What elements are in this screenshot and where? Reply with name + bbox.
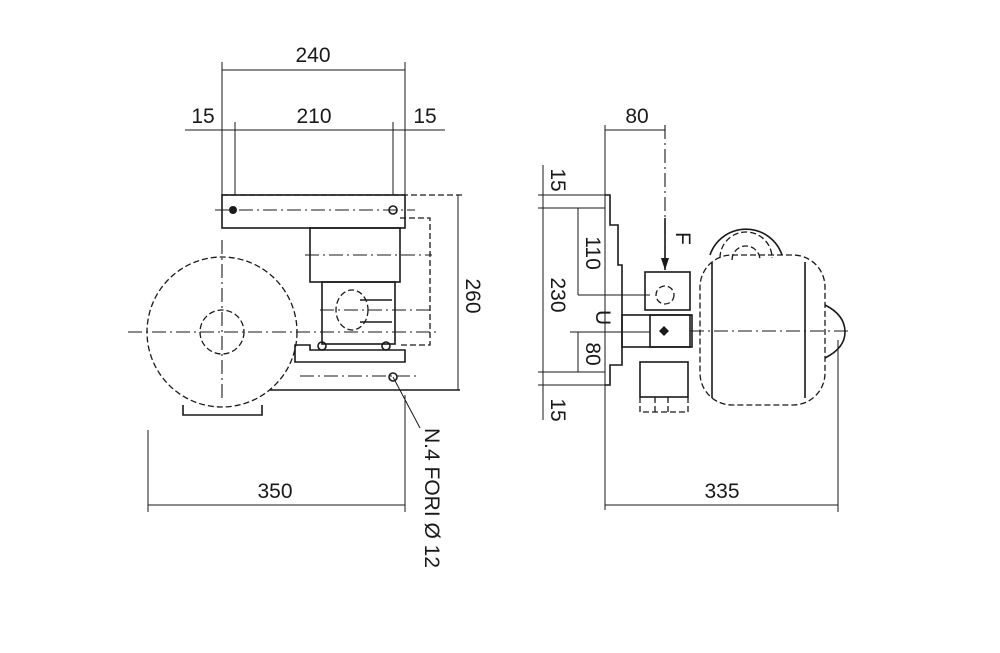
dim-15-left: 15: [191, 105, 214, 128]
bracket-profile: [605, 194, 623, 386]
dim-110: 110: [581, 236, 604, 269]
gearbox-detail: [360, 299, 392, 323]
coil-mid: [719, 231, 773, 259]
dim-335: 335: [704, 480, 739, 503]
tank-dome: [824, 304, 846, 359]
right-view: 80 15 110 230 80 15 F U: [538, 105, 848, 512]
inlet-block: [644, 271, 691, 311]
label-outlet-u: U: [591, 310, 614, 325]
coil-outer: [709, 228, 783, 256]
coil-inner: [731, 245, 761, 261]
holes-note: N.4 FORI Ø 12: [420, 428, 443, 568]
dim-15-top: 15: [546, 168, 569, 191]
dim-80-top: 80: [625, 105, 648, 128]
dim-230: 230: [546, 277, 569, 312]
dim-350: 350: [257, 480, 292, 503]
pulley-foot: [182, 405, 263, 416]
base-rail: [294, 344, 406, 363]
mounting-hole: [388, 372, 398, 382]
dim-260: 260: [461, 278, 484, 313]
dim-15-bottom: 15: [546, 398, 569, 421]
dim-240: 240: [295, 44, 330, 67]
gearbox: [321, 281, 396, 345]
fitting-nut: [639, 397, 689, 413]
dim-80-lower: 80: [581, 342, 604, 365]
inlet-port: [655, 285, 675, 305]
dim-210: 210: [296, 105, 331, 128]
tank-body: [699, 254, 826, 406]
outlet-port: [659, 326, 669, 336]
dim-15-right: 15: [413, 105, 436, 128]
motor-side-cover: [400, 217, 431, 346]
mounting-hole: [229, 206, 237, 214]
mounting-plate: [221, 194, 406, 229]
leader-line: [392, 376, 421, 429]
mounting-hole: [388, 205, 398, 215]
valve-body: [649, 314, 691, 348]
label-inlet-f: F: [671, 232, 694, 245]
lower-fitting: [639, 361, 689, 398]
arrow-head: [661, 258, 669, 270]
left-view: 240 15 210 15: [128, 44, 484, 568]
outlet-block: [621, 314, 693, 348]
